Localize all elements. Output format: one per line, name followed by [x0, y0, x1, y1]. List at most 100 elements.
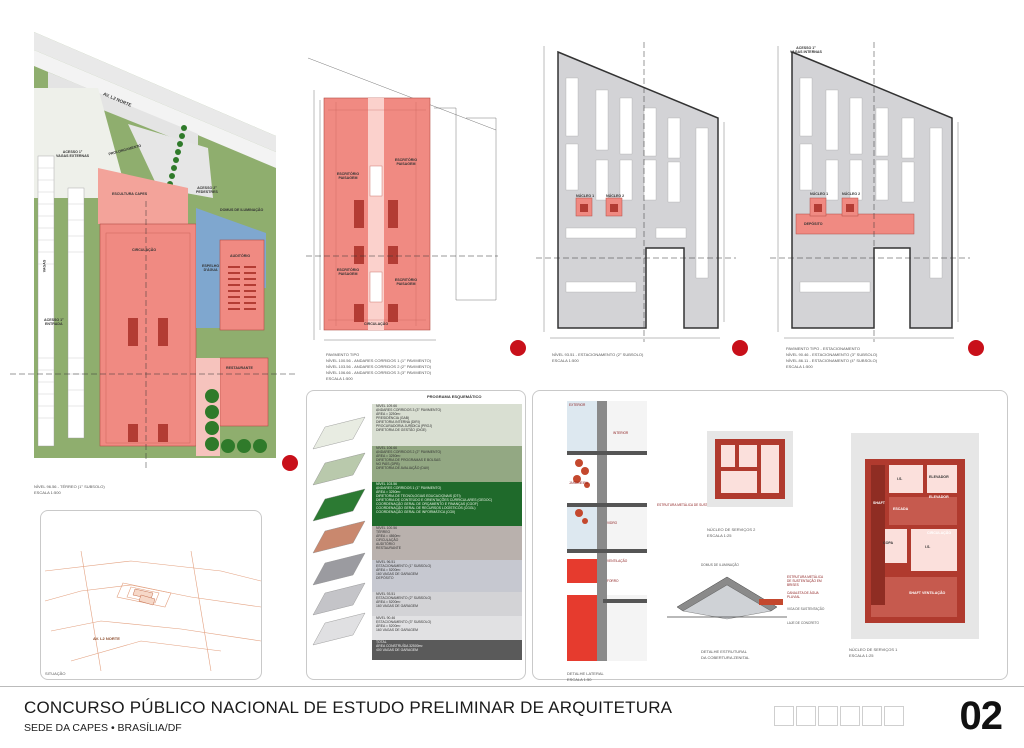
site-caption-1: NÍVEL 96.56 - TÉRREO (1° SUBSOLO) [34, 484, 105, 489]
sub1-deposito: DEPÓSITO [804, 222, 823, 226]
tipo-caption-5: ESCALA 1:500 [326, 376, 353, 381]
site-label-acesso1: ACESSO 1° VAGAS EXTERNAS [56, 150, 90, 158]
zenital-label-domus: DOMUS DE ILUMINAÇÃO [701, 563, 739, 567]
site-label-acesso2: ACESSO 2° PEDESTRES [196, 186, 218, 194]
detalhe-zenital-drawing [667, 576, 787, 620]
programa-row-7: NÍVEL 90.46 ESTACIONAMENTO (3° SUBSOLO) … [372, 616, 522, 640]
site-label-auditorio: AUDITÓRIO [230, 254, 251, 258]
cut-label-vidro: VIDRO [607, 521, 618, 525]
tipo-label-2: ESCRITÓRIO PAISAGEM [394, 158, 418, 166]
sub1-caption-3: NÍVEL 86.11 - ESTACIONAMENTO (4° SUBSOLO… [786, 358, 878, 363]
situacao-road: AV. L2 NORTE [93, 636, 120, 641]
site-plan: AV. L2 NORTE ACESSO 1° VAGAS EXTERNAS AC… [8, 28, 298, 495]
sub1-nucleo-1: NÚCLEO 1 [810, 192, 829, 196]
programa-row-text: NÍVEL 96.51 ESTACIONAMENTO (1° SUBSOLO) … [376, 560, 432, 580]
north-marker [968, 340, 984, 356]
floor-plan-subsolo-1: NÚCLEO 1 NÚCLEO 2 DEPÓSITO ACESSO 1° VAG… [770, 42, 970, 372]
north-marker [510, 340, 526, 356]
board-subtitle: SEDE DA CAPES • BRASÍLIA/DF [24, 722, 182, 734]
nucleo1-caption-2: ESCALA 1:25 [849, 653, 874, 658]
cut-label-forro: FORRO [607, 579, 619, 583]
board-title: CONCURSO PÚBLICO NACIONAL DE ESTUDO PREL… [24, 698, 673, 717]
nucleo-label-circulacao: CIRCULAÇÃO [927, 531, 952, 535]
nucleo-label-is-1: I.S. [897, 477, 903, 481]
programa-row-5: NÍVEL 96.51 ESTACIONAMENTO (1° SUBSOLO) … [372, 560, 522, 592]
nucleo-2-drawing [707, 431, 793, 507]
situacao-frame: AV. L2 NORTE SITUAÇÃO [40, 510, 262, 680]
footer-divider [0, 686, 1024, 687]
programa-row-text: NÍVEL 90.46 ESTACIONAMENTO (3° SUBSOLO) … [376, 616, 432, 632]
programa-row-text: NÍVEL 109.66 ANDARES CORRIDOS 3 (3° PAVI… [376, 404, 442, 432]
floor-plan-subsolo-2: NÚCLEO 1 NÚCLEO 2 NÍVEL 93.51 - ESTACION… [536, 42, 736, 372]
north-marker [732, 340, 748, 356]
zenital-caption-1: DETALHE ESTRUTURAL [701, 649, 747, 654]
nucleo2-caption-2: ESCALA 1:25 [707, 533, 732, 538]
zenital-label-canaleta: CANALETA DE ÁGUA PLUVIAL [787, 591, 819, 599]
cut-label-exterior: EXTERIOR [569, 403, 586, 407]
nucleo1-caption-1: NÚCLEO DE SERVIÇOS 1 [849, 647, 898, 652]
sub2-caption-1: NÍVEL 93.51 - ESTACIONAMENTO (2° SUBSOLO… [552, 352, 644, 357]
nucleo2-caption-1: NÚCLEO DE SERVIÇOS 2 [707, 527, 756, 532]
stamp-box [774, 706, 794, 726]
tipo-label-1: ESCRITÓRIO PAISAGEM [336, 172, 360, 180]
site-label-restaurante: RESTAURANTE [226, 366, 253, 370]
cut-label-jardineira: JARDINEIRA [569, 481, 588, 485]
tipo-caption-4: NÍVEL 106.66 - ANDARES CORRIDOS 3 (3° PA… [326, 370, 432, 375]
floor-plan-tipo: ESCRITÓRIO PAISAGEM ESCRITÓRIO PAISAGEM … [306, 50, 498, 385]
programa-row-3: NÍVEL 103.56 ANDARES CORRIDOS 1 (1° PAVI… [372, 482, 522, 526]
sub1-nucleo-2: NÚCLEO 2 [842, 192, 861, 196]
programa-row-1: NÍVEL 109.66 ANDARES CORRIDOS 3 (3° PAVI… [372, 404, 522, 446]
floor-plan-subsolo-1-drawing [770, 42, 970, 342]
programa-row-text: TOTAL ÁREA CONSTRUÍDA 32500m² 400 VAGAS … [376, 640, 423, 652]
detalhe-lateral-drawing [567, 401, 647, 661]
stamp-box [840, 706, 860, 726]
site-label-acesso-entrada: ACESSO 1° ENTRADA [44, 318, 64, 326]
sub2-caption-2: ESCALA 1:500 [552, 358, 579, 363]
programa-row-4: NÍVEL 100.56 TÉRREO ÁREA = 4860m² CIRCUL… [372, 526, 522, 560]
site-plan-drawing [10, 32, 298, 468]
sub1-caption-4: ESCALA 1:500 [786, 364, 813, 369]
programa-row-8: TOTAL ÁREA CONSTRUÍDA 32500m² 400 VAGAS … [372, 640, 522, 660]
tipo-label-3: ESCRITÓRIO PAISAGEM [336, 268, 360, 276]
programa-row-text: NÍVEL 103.56 ANDARES CORRIDOS 1 (1° PAVI… [376, 482, 493, 514]
tipo-caption-2: NÍVEL 100.56 - ANDARES CORRIDOS 1 (1° PA… [326, 358, 432, 363]
nucleo-1-drawing [851, 433, 979, 639]
sub2-nucleo-1: NÚCLEO 1 [576, 194, 595, 198]
site-caption-2: ESCALA 1:500 [34, 490, 61, 495]
zenital-caption-2: DA COBERTURA ZENITAL [701, 655, 750, 660]
tipo-caption-3: NÍVEL 103.56 - ANDARES CORRIDOS 2 (2° PA… [326, 364, 432, 369]
programa-row-2: NÍVEL 106.66 ANDARES CORRIDOS 2 (2° PAVI… [372, 446, 522, 482]
page-number: 02 [959, 694, 1003, 738]
programa-heading: PROGRAMA ESQUEMÁTICO [427, 394, 482, 399]
situacao-caption: SITUAÇÃO [45, 671, 66, 676]
programa-row-text: NÍVEL 106.66 ANDARES CORRIDOS 2 (2° PAVI… [376, 446, 442, 470]
cut-label-estrutura: ESTRUTURA METÁLICA DE SUSTENTAÇÃO DO BRI… [657, 503, 739, 507]
stamp-box [818, 706, 838, 726]
sub2-nucleo-2: NÚCLEO 2 [606, 194, 625, 198]
programa-row-text: NÍVEL 93.51 ESTACIONAMENTO (2° SUBSOLO) … [376, 592, 432, 608]
programa-row-text: NÍVEL 100.56 TÉRREO ÁREA = 4860m² CIRCUL… [376, 526, 401, 550]
situacao-drawing [44, 550, 262, 672]
floor-plan-subsolo-2-drawing [536, 42, 736, 342]
site-label-espelho: ESPELHO D'ÁGUA [202, 264, 220, 272]
zenital-label-laje: LAJE DE CONCRETO [787, 621, 819, 625]
details-frame: JARDINEIRA ESTRUTURA METÁLICA DE SUSTENT… [532, 390, 1008, 682]
sub1-acesso: ACESSO 1° VAGAS INTERNAS [790, 46, 822, 54]
nucleo-label-elevador-2: ELEVADOR [929, 495, 949, 499]
nucleo-label-elevador-1: ELEVADOR [929, 475, 949, 479]
sub1-caption-1: PAVIMENTO TIPO - ESTACIONAMENTO [786, 346, 861, 351]
tipo-caption-1: PAVIMENTO TIPO [326, 352, 360, 357]
site-label-domus: DOMUS DE ILUMINAÇÃO [220, 208, 264, 212]
stamp-box [862, 706, 882, 726]
nucleo-label-escada: ESCADA [893, 507, 909, 511]
sub1-caption-2: NÍVEL 90.46 - ESTACIONAMENTO (3° SUBSOLO… [786, 352, 878, 357]
nucleo-label-copa: COPA [883, 541, 894, 545]
nucleo-label-shaft-ventilacao: SHAFT VENTILAÇÃO [909, 591, 946, 595]
site-label-vagas: VAGAS [42, 259, 47, 273]
floor-plan-tipo-drawing [306, 57, 498, 341]
north-marker [282, 455, 298, 471]
tipo-label-5: CIRCULAÇÃO [364, 322, 389, 326]
site-label-escultura: ESCULTURA CAPES [112, 192, 148, 196]
cut-caption-2: ESCALA 1:50 [567, 677, 592, 682]
